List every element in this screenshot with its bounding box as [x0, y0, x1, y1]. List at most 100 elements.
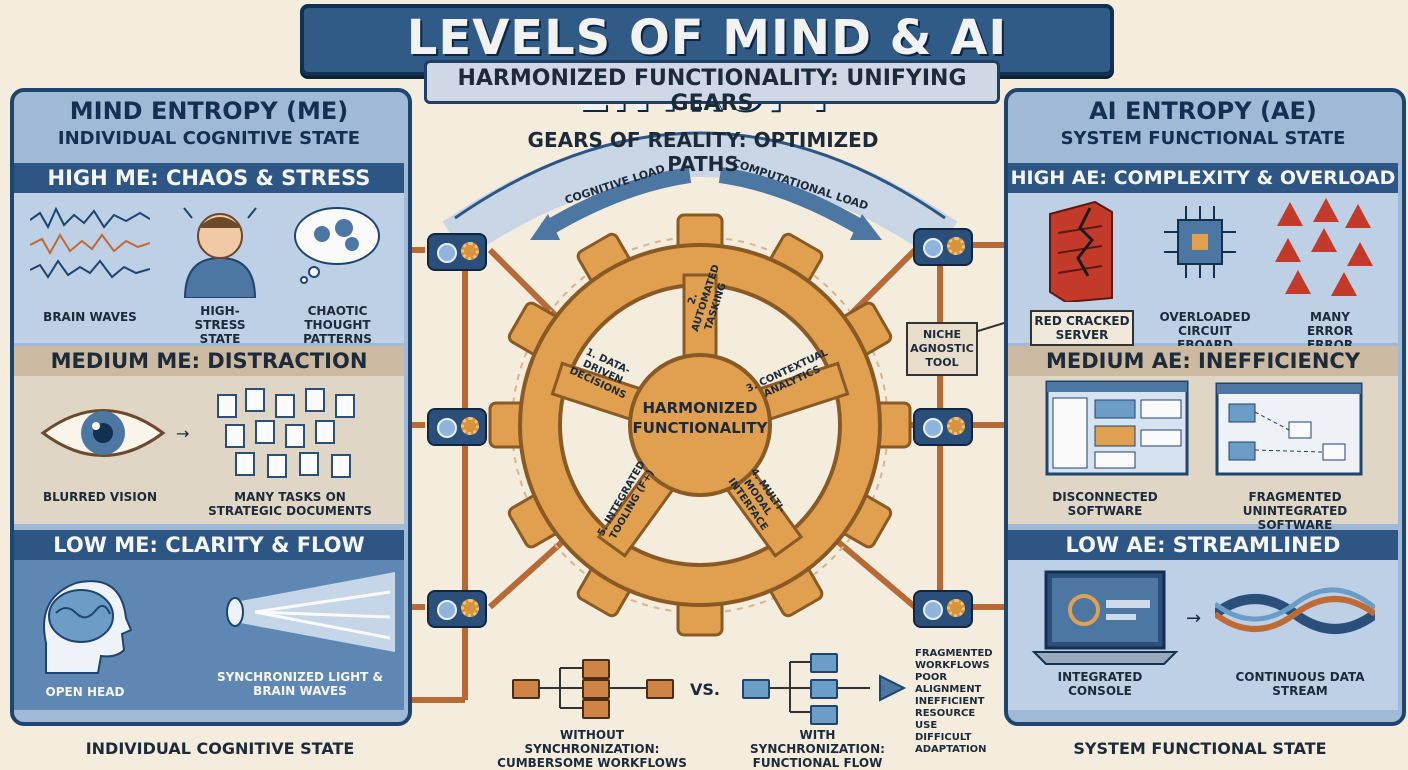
stressed-person-icon: [183, 207, 257, 298]
document-icon: [255, 420, 275, 444]
gear-icon: [947, 417, 965, 435]
niche-tool-box: NICHE AGNOSTIC TOOL: [906, 322, 978, 376]
chaotic-thought-label: CHAOTIC THOUGHT PATTERNS: [303, 304, 372, 346]
blurred-vision-label: BLURRED VISION: [42, 490, 158, 504]
integrated-console-icon: [1031, 570, 1179, 665]
gear-center-label: HARMONIZED FUNCTIONALITY: [632, 399, 768, 437]
ai-entropy-subtitle: SYSTEM FUNCTIONAL STATE: [1060, 128, 1346, 149]
connector-chip-right-bottom: [913, 590, 973, 628]
document-icon: [335, 394, 355, 418]
workflow-node: [582, 679, 610, 699]
brain-icon: [437, 600, 457, 620]
fragmented-software-icon: [1215, 382, 1363, 476]
gear-icon: [461, 242, 479, 260]
open-head-icon: [43, 580, 133, 674]
warning-icon: [1285, 270, 1311, 294]
cognitive-load-arrow: [540, 167, 692, 237]
workflow-node: [646, 679, 674, 699]
warning-icon: [1277, 202, 1303, 226]
disconnected-software-icon: [1045, 380, 1189, 476]
mind-entropy-subtitle: INDIVIDUAL COGNITIVE STATE: [57, 128, 361, 149]
warning-icon: [1345, 204, 1371, 228]
medium-ae-band: MEDIUM AE: INEFFICIENCY: [1008, 346, 1398, 376]
cracked-server-icon: [1049, 200, 1113, 302]
with-sync-label: WITH SYNCHRONIZATION: FUNCTIONAL FLOW: [750, 728, 885, 770]
subtitle-banner: [424, 60, 1000, 104]
chaotic-thought-cloud-icon: [294, 207, 380, 284]
high-ae-band: HIGH AE: COMPLEXITY & OVERLOAD: [1008, 163, 1398, 193]
brain-icon: [437, 418, 457, 438]
error-signs-group: [1275, 198, 1375, 298]
document-icon: [275, 394, 295, 418]
workflow-node: [742, 679, 770, 699]
issue-item: DIFFICULT ADAPTATION: [915, 732, 987, 755]
arc-title: GEARS OF REALITY: OPTIMIZED PATHS: [527, 128, 879, 176]
document-icon: [225, 424, 245, 448]
overloaded-circuit-icon: [1164, 206, 1236, 278]
arc-banner: [442, 133, 958, 259]
document-icon: [217, 394, 237, 418]
arrow-icon: →: [1186, 608, 1202, 629]
warning-icon: [1313, 198, 1339, 222]
issues-list: FRAGMENTED WORKFLOWS POOR ALIGNMENT INEF…: [915, 648, 995, 756]
connector-chip-left-bottom: [427, 590, 487, 628]
warning-icon: [1311, 228, 1337, 252]
connector-chip-right-mid: [913, 408, 973, 446]
open-head-label: OPEN HEAD: [45, 685, 125, 699]
document-icon: [305, 388, 325, 412]
disconnected-software-label: DISCONNECTED SOFTWARE: [1052, 490, 1158, 518]
ai-entropy-title: AI ENTROPY (AE): [1089, 97, 1317, 125]
document-icon: [267, 454, 287, 478]
issue-item: INEFFICIENT RESOURCE USE: [915, 696, 985, 731]
brain-waves-icon: [30, 206, 150, 279]
many-tasks-label: MANY TASKS ON STRATEGIC DOCUMENTS: [208, 490, 372, 518]
brain-icon: [923, 238, 943, 258]
issue-item: FRAGMENTED WORKFLOWS: [915, 648, 993, 671]
page-subtitle: HARMONIZED FUNCTIONALITY: UNIFYING GEARS: [457, 66, 967, 116]
mind-entropy-title: MIND ENTROPY (ME): [69, 97, 349, 125]
gear-icon: [947, 237, 965, 255]
synchronized-light-label: SYNCHRONIZED LIGHT & BRAIN WAVES: [216, 670, 384, 698]
connector-chip-left-mid: [427, 408, 487, 446]
with-sync-diagram: [766, 661, 870, 713]
data-stream-label: CONTINUOUS DATA STREAM: [1235, 670, 1365, 698]
document-icon: [285, 424, 305, 448]
workflow-node: [512, 679, 540, 699]
workflow-node: [582, 659, 610, 679]
warning-icon: [1275, 238, 1301, 262]
high-me-band: HIGH ME: CHAOS & STRESS: [14, 163, 404, 193]
brain-icon: [923, 600, 943, 620]
workflow-node: [582, 699, 610, 719]
brain-waves-label: BRAIN WAVES: [43, 310, 137, 324]
task-documents-icon-grid: [215, 388, 365, 480]
workflow-node: [810, 679, 838, 699]
document-icon: [299, 452, 319, 476]
fragmented-software-label: FRAGMENTED UNINTEGRATED SOFTWARE: [1242, 490, 1348, 532]
document-icon: [245, 388, 265, 412]
connector-chip-left-top: [427, 233, 487, 271]
workflow-node: [810, 653, 838, 673]
warning-icon: [1331, 272, 1357, 296]
brain-icon: [923, 418, 943, 438]
blurred-eye-icon: [40, 409, 166, 457]
brain-icon: [437, 243, 457, 263]
workflow-node: [810, 705, 838, 725]
without-sync-diagram: [537, 667, 646, 709]
computational-load-arrow: [718, 167, 870, 237]
gear-icon: [461, 417, 479, 435]
issue-item: POOR ALIGNMENT: [915, 672, 982, 695]
data-stream-icon: [1215, 587, 1375, 634]
arrow-icon: →: [176, 424, 190, 443]
low-ae-band: LOW AE: STREAMLINED: [1008, 530, 1398, 560]
document-icon: [235, 452, 255, 476]
document-icon: [331, 454, 351, 478]
document-icon: [315, 420, 335, 444]
gear-icon: [947, 599, 965, 617]
connector-chip-right-top: [913, 228, 973, 266]
medium-me-band: MEDIUM ME: DISTRACTION: [14, 346, 404, 376]
gear-icon: [461, 599, 479, 617]
red-server-label: RED CRACKED SERVER: [1030, 310, 1134, 346]
integrated-console-label: INTEGRATED CONSOLE: [1057, 670, 1143, 698]
without-sync-label: WITHOUT SYNCHRONIZATION: CUMBERSOME WORK…: [497, 728, 687, 770]
